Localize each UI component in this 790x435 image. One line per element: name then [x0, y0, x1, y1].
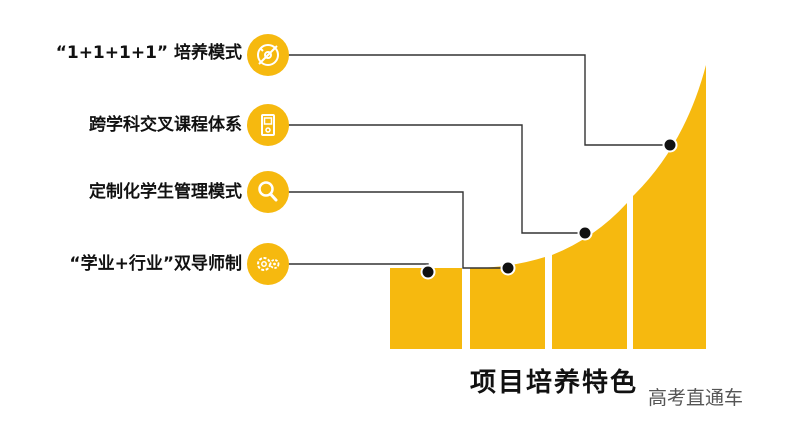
connector-dot-3 [500, 260, 516, 276]
connector-line-3 [286, 191, 508, 269]
connector-line-2 [286, 124, 585, 234]
gears-icon [247, 243, 289, 285]
connector-line-1 [286, 54, 670, 146]
feature-label-3: 定制化学生管理模式 [89, 182, 242, 202]
watermark-text: 高考直通车 [648, 387, 744, 409]
step-bar-4 [633, 65, 706, 349]
step-bar-1 [390, 268, 462, 349]
feature-label-4: “学业+行业”双导师制 [69, 254, 242, 274]
step-bar-2 [470, 257, 545, 349]
magnifier-icon [247, 171, 289, 213]
device-icon [247, 104, 289, 146]
step-bar-3 [552, 203, 627, 349]
connector-dot-4 [420, 264, 436, 280]
feature-label-1: “1+1+1+1” 培养模式 [55, 43, 242, 63]
compass-icon [247, 34, 289, 76]
feature-label-2: 跨学科交叉课程体系 [89, 115, 242, 135]
connector-dot-1 [662, 137, 678, 153]
connector-dot-2 [577, 225, 593, 241]
diagram-title: 项目培养特色 [470, 368, 639, 398]
